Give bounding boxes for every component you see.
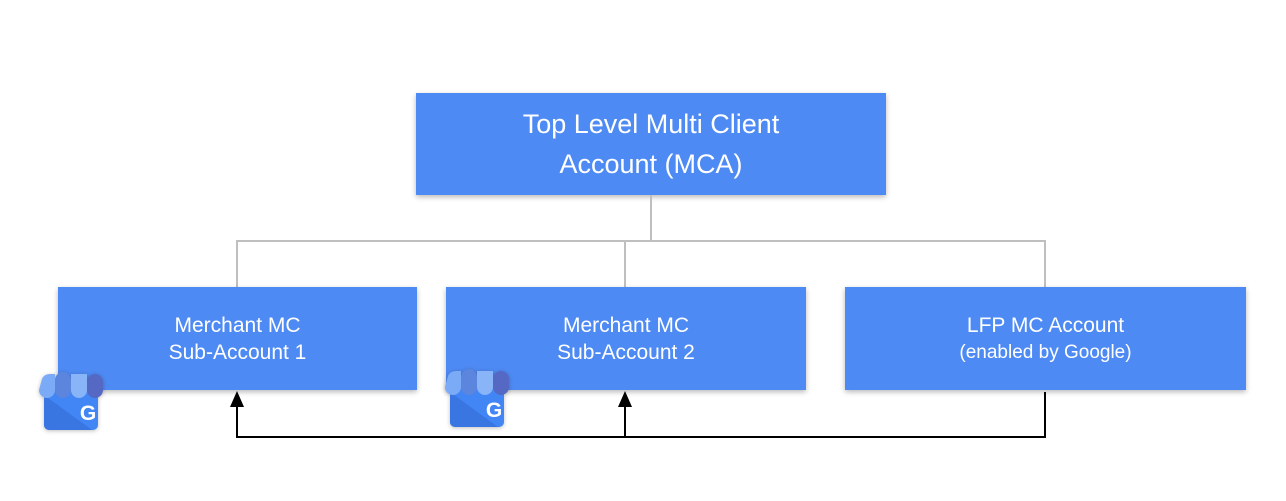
- node-merchant-sub-account-1-label-line2: Sub-Account 1: [168, 340, 307, 364]
- node-top-level-mca-label-line2: Account (MCA): [559, 149, 743, 179]
- node-top-level-mca-label-line1: Top Level Multi Client: [522, 109, 780, 139]
- google-my-business-icon: G: [39, 372, 103, 430]
- node-merchant-sub-account-2-label-line2: Sub-Account 2: [557, 340, 695, 364]
- storefront-body: [450, 385, 504, 427]
- google-my-business-icon: G: [445, 369, 509, 427]
- google-g-letter: G: [486, 399, 502, 422]
- flow-line-up-sub2: [624, 405, 626, 438]
- arrowhead-into-sub1-icon: [230, 391, 244, 407]
- node-merchant-sub-account-1-label-line1: Merchant MC: [174, 313, 301, 337]
- tree-connector-root-drop: [650, 195, 652, 242]
- tree-connector-drop-lfp: [1044, 240, 1046, 288]
- flow-line-lfp-drop: [1044, 392, 1046, 438]
- node-lfp-mc-account-label-line2: (enabled by Google): [959, 341, 1132, 363]
- node-lfp-mc-account-label-line1: LFP MC Account: [966, 313, 1125, 337]
- flow-line-horizontal: [236, 436, 1046, 438]
- storefront-awning: [445, 369, 509, 395]
- node-merchant-sub-account-1: Merchant MC Sub-Account 1: [58, 287, 417, 390]
- tree-connector-drop-sub1: [236, 240, 238, 288]
- flow-line-up-sub1: [236, 405, 238, 438]
- node-lfp-mc-account: LFP MC Account (enabled by Google): [845, 287, 1246, 390]
- tree-connector-drop-sub2: [624, 240, 626, 288]
- node-top-level-mca: Top Level Multi Client Account (MCA): [416, 93, 886, 195]
- storefront-awning: [39, 372, 103, 398]
- tree-connector-horizontal: [236, 240, 1046, 242]
- storefront-body: [44, 388, 98, 430]
- node-merchant-sub-account-2-label-line1: Merchant MC: [562, 313, 690, 337]
- arrowhead-into-sub2-icon: [618, 391, 632, 407]
- google-g-letter: G: [80, 402, 96, 425]
